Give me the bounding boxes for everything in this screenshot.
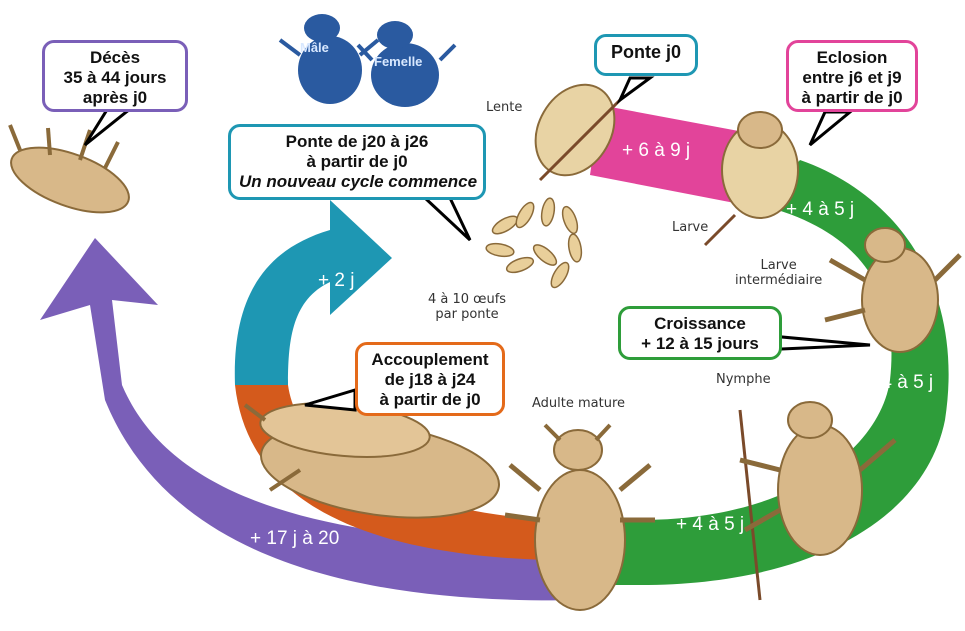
laying-duration-label: + 2 j xyxy=(318,270,354,292)
death-after: après j0 xyxy=(53,88,177,108)
mature-adult-label: Adulte mature xyxy=(532,396,625,411)
louse-male-silhouette-icon xyxy=(280,14,378,104)
intermediate-larva-label-line1: Larve xyxy=(735,258,822,273)
nymph-label: Nymphe xyxy=(716,372,771,387)
male-label: Mâle xyxy=(300,40,329,55)
intermediate-duration-label: + 4 à 5 j xyxy=(865,372,933,394)
egg-duration-label: + 6 à 9 j xyxy=(622,140,690,162)
laying-j0-text: Ponte j0 xyxy=(605,42,687,62)
dead-louse-illustration xyxy=(3,125,137,226)
laying-j0-callout: Ponte j0 xyxy=(594,34,698,76)
growth-title: Croissance xyxy=(629,314,771,334)
nit-label: Lente xyxy=(486,100,522,115)
hatching-range: entre j6 et j9 xyxy=(797,68,907,88)
intermediate-larva-label: Larve intermédiaire xyxy=(735,258,822,288)
female-label: Femelle xyxy=(374,54,422,69)
intermediate-larva-label-line2: intermédiaire xyxy=(735,273,822,288)
laying-cycle-callout: Ponte de j20 à j26 à partir de j0 Un nou… xyxy=(228,124,486,200)
larva-label: Larve xyxy=(672,220,708,235)
hatching-callout: Eclosion entre j6 et j9 à partir de j0 xyxy=(786,40,918,112)
death-title: Décès xyxy=(53,48,177,68)
growth-callout: Croissance + 12 à 15 jours xyxy=(618,306,782,360)
laying-cycle-title: Ponte de j20 à j26 xyxy=(239,132,475,152)
eggs-count-line2: par ponte xyxy=(428,307,506,322)
nymph-duration-label: + 4 à 5 j xyxy=(676,514,744,536)
mating-callout: Accouplement de j18 à j24 à partir de j0 xyxy=(355,342,505,416)
eggs-cluster-illustration xyxy=(485,197,583,290)
mating-title: Accouplement xyxy=(366,350,494,370)
mating-from: à partir de j0 xyxy=(366,390,494,410)
larva-duration-label: + 4 à 5 j xyxy=(786,199,854,221)
hatching-title: Eclosion xyxy=(797,48,907,68)
death-duration-label: + 17 j à 20 xyxy=(250,528,339,550)
growth-days: + 12 à 15 jours xyxy=(629,334,771,354)
eggs-count-label: 4 à 10 œufs par ponte xyxy=(428,292,506,322)
death-callout: Décès 35 à 44 jours après j0 xyxy=(42,40,188,112)
mating-range: de j18 à j24 xyxy=(366,370,494,390)
laying-cycle-from: à partir de j0 xyxy=(239,152,475,172)
eggs-count-line1: 4 à 10 œufs xyxy=(428,292,506,307)
death-days: 35 à 44 jours xyxy=(53,68,177,88)
hatching-from: à partir de j0 xyxy=(797,88,907,108)
laying-cycle-new: Un nouveau cycle commence xyxy=(239,172,475,192)
